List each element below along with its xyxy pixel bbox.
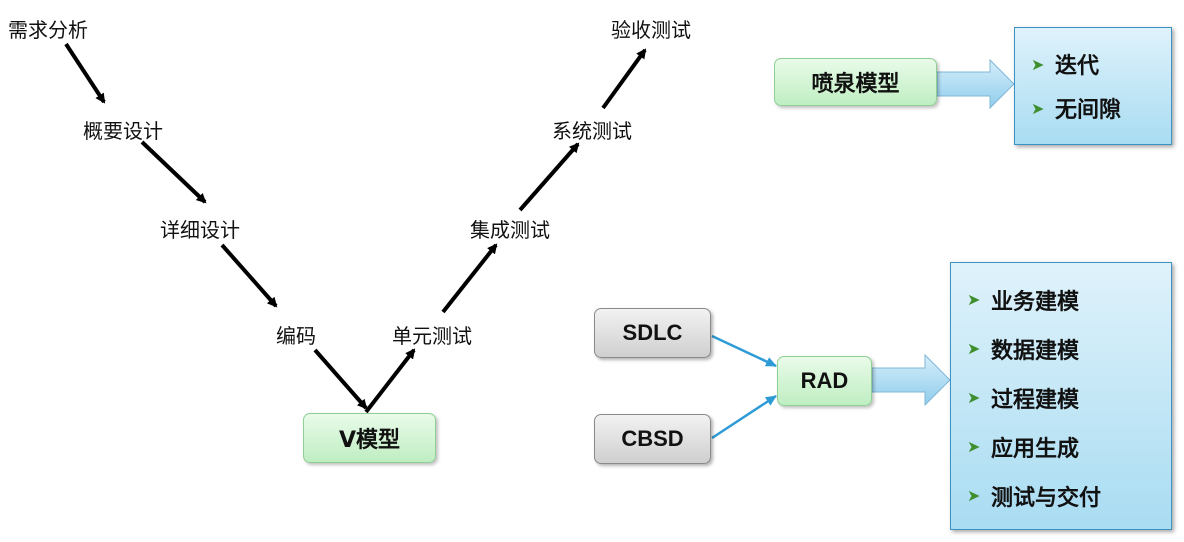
chevron-right-icon: ➤ [967,388,981,407]
v-arrow-8 [601,48,647,110]
step-acceptance-test: 验收测试 [611,18,691,42]
rad-node: RAD [777,356,872,406]
step-system-test: 系统测试 [552,119,632,143]
step-outline-design: 概要设计 [83,119,163,143]
cbsd-node: CBSD [594,414,711,464]
rad-block-arrow [871,353,951,407]
v-arrow-4 [313,348,368,410]
fountain-block-arrow [936,58,1015,110]
sdlc-node: SDLC [594,308,711,358]
v-arrow-7 [518,142,580,212]
cbsd-connector [711,394,777,440]
list-item-label: 迭代 [1055,54,1100,79]
list-item-label: 过程建模 [991,387,1080,413]
sdlc-label: SDLC [622,320,683,345]
chevron-right-icon: ➤ [967,486,981,505]
chevron-right-icon: ➤ [1031,54,1045,74]
list-item: ➤ 应用生成 [967,422,1171,471]
fountain-list: ➤ 迭代 ➤ 无间隙 [1014,27,1172,145]
fountain-model-node: 喷泉模型 [774,58,937,106]
chevron-right-icon: ➤ [967,290,981,309]
rad-label: RAD [800,368,849,393]
step-integration-test: 集成测试 [470,218,550,242]
v-arrow-2 [140,140,207,204]
fountain-model-label: 喷泉模型 [811,72,900,97]
list-item: ➤ 无间隙 [1031,86,1171,130]
v-arrow-6 [441,243,498,314]
list-item-label: 业务建模 [991,289,1080,315]
list-item: ➤ 过程建模 [967,373,1171,422]
step-requirements: 需求分析 [8,18,88,42]
list-item-label: 数据建模 [991,338,1080,364]
list-item: ➤ 数据建模 [967,324,1171,373]
rad-list: ➤ 业务建模 ➤ 数据建模 ➤ 过程建模 ➤ 应用生成 ➤ 测试与交付 [950,262,1172,530]
v-arrow-5 [364,348,416,414]
list-item-label: 应用生成 [991,436,1080,462]
sdlc-connector [711,334,777,368]
step-coding: 编码 [276,324,316,348]
v-arrow-3 [220,243,278,308]
step-detailed-design: 详细设计 [160,218,240,242]
list-item: ➤ 迭代 [1031,42,1171,86]
step-unit-test: 单元测试 [392,324,472,348]
cbsd-label: CBSD [621,426,684,451]
list-item: ➤ 测试与交付 [967,471,1171,520]
list-item-label: 测试与交付 [991,485,1102,511]
list-item: ➤ 业务建模 [967,275,1171,324]
chevron-right-icon: ➤ [1031,98,1045,118]
list-item-label: 无间隙 [1055,98,1122,123]
v-arrow-1 [64,42,106,104]
chevron-right-icon: ➤ [967,437,981,456]
chevron-right-icon: ➤ [967,339,981,358]
v-model-node: V模型 [303,413,436,463]
v-model-label: V模型 [338,428,401,453]
